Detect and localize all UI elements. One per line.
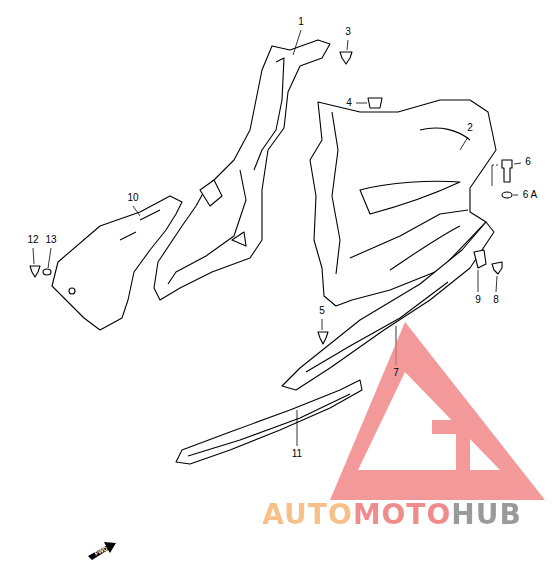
callout-number: 4 [346,98,352,108]
callout-number: 12 [27,235,38,245]
callout-number: 2 [467,123,473,133]
callout-number: 10 [127,193,138,203]
callout-number: 9 [475,295,481,305]
direction-mark: FWD [94,545,109,556]
callout-number: 1 [298,17,304,27]
callout-number: 5 [319,306,325,316]
watermark-logo [330,322,545,500]
callout-number: 11 [292,449,302,459]
fwd-arrow [88,542,116,560]
callout-number: 8 [493,295,499,305]
callout-number: 13 [45,235,56,245]
watermark: AUTOMOTOHUB [262,501,522,529]
callout-number: 6 A [523,190,537,200]
callout-number: 3 [345,27,351,37]
callout-number: 6 [525,157,531,167]
callout-number: 7 [393,368,399,378]
